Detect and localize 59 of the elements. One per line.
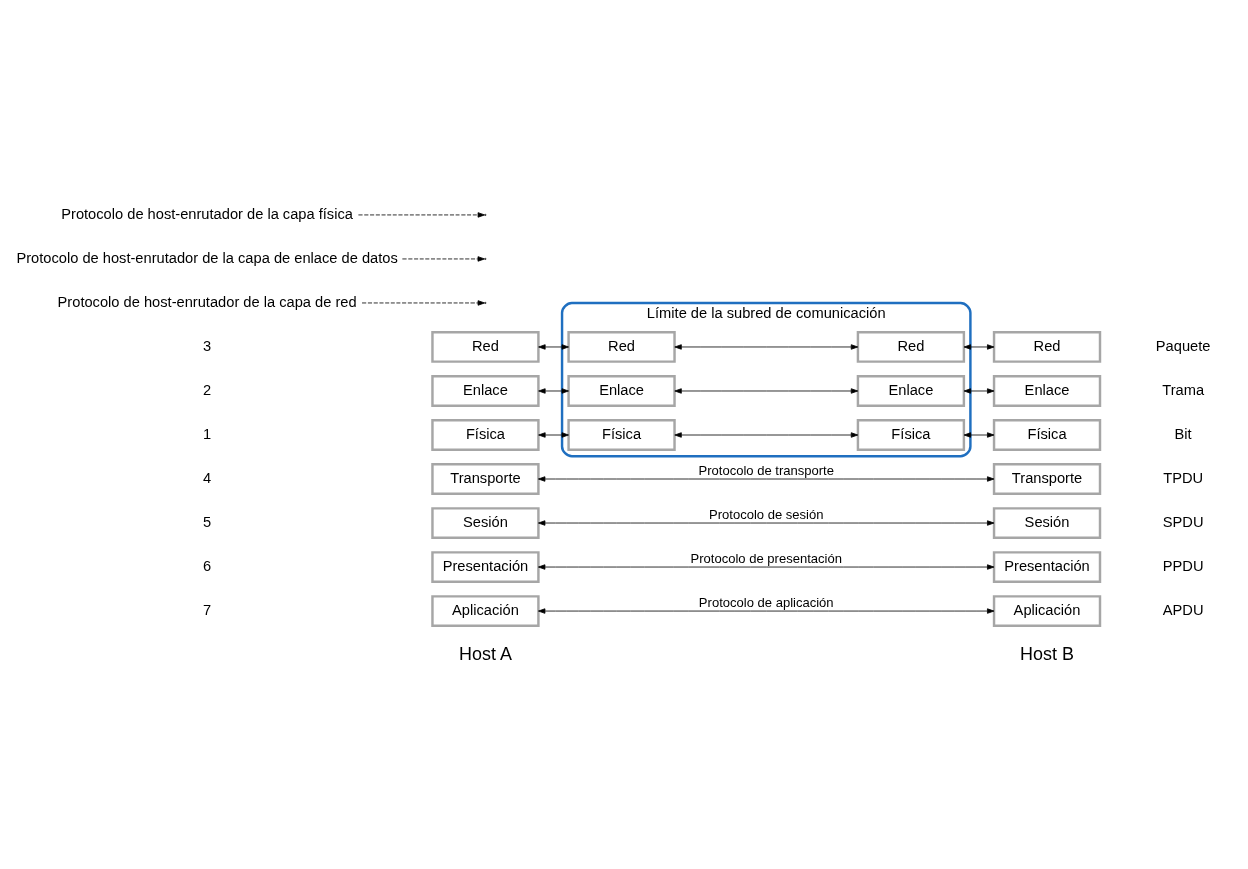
- arrow: [674, 431, 859, 438]
- arrow: [538, 519, 995, 526]
- arrow: [963, 431, 995, 438]
- node-box: Presentación: [431, 550, 540, 583]
- node-box: Enlace: [567, 374, 676, 407]
- arrow: [358, 211, 485, 218]
- arrow: [674, 387, 859, 394]
- label: 1: [203, 425, 212, 442]
- node-box: Física: [431, 418, 540, 451]
- arrow: [963, 387, 995, 394]
- node-box: Red: [856, 330, 966, 363]
- node-text: Protocolo de host-enrutador de la capa física: [61, 205, 353, 222]
- label: TPDU: [1163, 469, 1204, 486]
- node-box: Enlace: [431, 374, 540, 407]
- node-text: Protocolo de host-enrutador de la capa de red: [57, 293, 357, 310]
- label: 4: [203, 469, 212, 486]
- node-text: Protocolo de host-enrutador de la capa de enlace de datos: [16, 249, 398, 266]
- label: SPDU: [1162, 513, 1204, 530]
- node-box: Red: [992, 330, 1102, 363]
- arrow: [538, 607, 995, 614]
- label: 3: [203, 337, 212, 354]
- arrow: [361, 299, 485, 306]
- label: Host A: [459, 643, 512, 664]
- node-box: Física: [856, 418, 966, 451]
- node-box: Presentación: [992, 550, 1102, 583]
- edge-label: Protocolo de transporte: [698, 462, 834, 478]
- label: Paquete: [1155, 337, 1211, 354]
- edge-label: Protocolo de sesión: [709, 506, 824, 522]
- label: 5: [203, 513, 212, 530]
- node-box: Aplicación: [431, 594, 540, 627]
- arrow: [963, 343, 995, 350]
- label: Bit: [1174, 425, 1192, 442]
- node-box: Transporte: [992, 462, 1102, 495]
- node-box: Transporte: [431, 462, 540, 495]
- arrow: [538, 475, 995, 482]
- node-box: Física: [992, 418, 1102, 451]
- arrow: [401, 255, 485, 262]
- node-box: Red: [431, 330, 540, 363]
- label: Trama: [1162, 381, 1205, 398]
- edge-label: Protocolo de aplicación: [698, 594, 834, 610]
- label: PPDU: [1162, 557, 1204, 574]
- arrow: [538, 343, 569, 350]
- node-box: Aplicación: [992, 594, 1102, 627]
- arrow: [538, 387, 569, 394]
- label: APDU: [1162, 601, 1204, 618]
- arrow: [538, 431, 569, 438]
- label: Host B: [1020, 643, 1074, 664]
- arrow: [538, 563, 995, 570]
- arrow: [674, 343, 859, 350]
- label: 7: [203, 601, 212, 618]
- node-box: Sesión: [431, 506, 540, 539]
- node-box: Física: [567, 418, 676, 451]
- label: 2: [203, 381, 212, 398]
- label: 6: [203, 557, 212, 574]
- node-box: Enlace: [856, 374, 966, 407]
- node-box: Enlace: [992, 374, 1102, 407]
- node-box: Sesión: [992, 506, 1102, 539]
- edge-label: Protocolo de presentación: [690, 550, 842, 566]
- node-box: Red: [567, 330, 676, 363]
